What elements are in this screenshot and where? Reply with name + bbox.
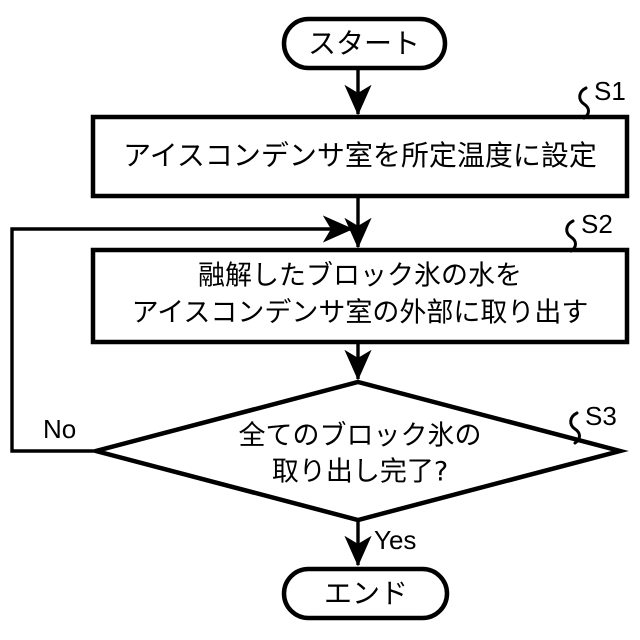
node-s1-label: アイスコンデンサ室を所定温度に設定 xyxy=(123,139,597,172)
step-label-s2: S2 xyxy=(581,209,613,239)
node-s1[interactable] xyxy=(90,114,630,199)
node-s2-label-line1: 融解したブロック氷の水を xyxy=(198,261,522,292)
node-s3-label-line2: 取り出し完了? xyxy=(272,457,448,488)
node-end-label: エンド xyxy=(324,577,408,610)
node-end[interactable] xyxy=(281,566,450,621)
edge-s3-loop-to-s2 xyxy=(10,215,354,453)
edge-label-yes: Yes xyxy=(374,525,416,555)
node-s2[interactable] xyxy=(90,247,630,345)
step-label-s1: S1 xyxy=(594,76,626,106)
step-label-s3: S3 xyxy=(585,401,617,431)
node-start[interactable] xyxy=(281,16,448,71)
leader-line-s1 xyxy=(578,86,590,120)
leader-line-s3 xyxy=(569,411,581,445)
leader-line-s2 xyxy=(565,219,577,253)
node-s3-label-line1: 全てのブロック氷の xyxy=(239,421,482,452)
edge-label-no: No xyxy=(43,414,76,444)
node-start-label: スタート xyxy=(308,27,420,60)
node-s2-label-line2: アイスコンデンサ室の外部に取り出す xyxy=(132,298,589,329)
node-s3[interactable] xyxy=(87,379,629,523)
